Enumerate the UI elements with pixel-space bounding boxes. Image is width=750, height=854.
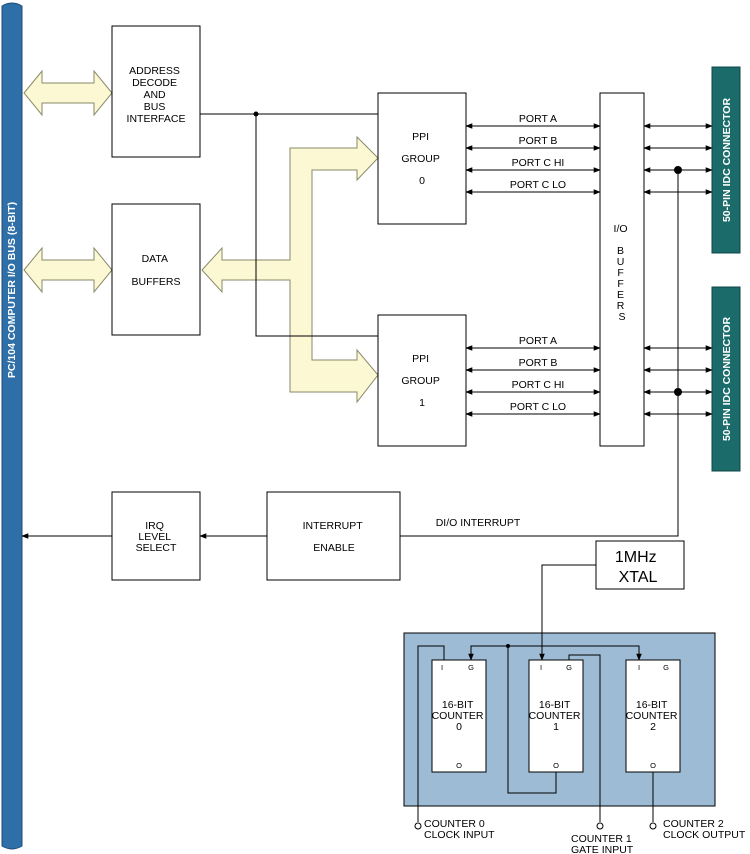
xtal-clock-line [539, 564, 596, 661]
bus-address-wide-arrow [23, 69, 113, 117]
counter-0-pin-o: O [456, 761, 462, 770]
terminal-counter0-clock [414, 822, 422, 830]
address-line-ppi1 [255, 114, 378, 337]
terminal-counter2-out [649, 822, 657, 830]
connector-1-label: 50-PIN IDC CONNECTOR [721, 317, 733, 441]
counter-1-pin-o: O [553, 761, 559, 770]
counter-1-pin-g: G [566, 663, 572, 672]
address-decode-label: ADDRESS DECODE AND BUS INTERFACE [127, 65, 186, 125]
counter0-clock-line [417, 645, 445, 822]
ppi1-port-chi-label: PORT C HI [512, 379, 565, 391]
ppi1-port-clo-label: PORT C LO [510, 401, 566, 413]
io-buffers-block [599, 92, 645, 447]
counter1-gate-input-label: COUNTER 1 GATE INPUT [571, 833, 635, 854]
counter-2-block [625, 659, 681, 773]
bus-data-wide-arrow [23, 246, 113, 294]
counter-0-label: 16-BIT COUNTER 0 [432, 699, 487, 733]
counter-bus-to-counter0-gate-line [468, 645, 508, 661]
counter2-clock-output-label: COUNTER 2 CLOCK OUTPUT [663, 818, 746, 841]
junction-dot [253, 111, 259, 117]
counter-2-pin-g: G [663, 663, 669, 672]
ppi1-port-b-label: PORT B [519, 357, 558, 369]
counter-2-pin-o: O [650, 761, 656, 770]
ppi-group-0-label: PPI GROUP 0 [401, 131, 442, 187]
io-buffers-label: I/O B U F F E R S [614, 223, 631, 323]
interrupt-line [400, 170, 679, 537]
ppi-group-1-block [377, 314, 467, 447]
counter-0-pin-i: I [441, 663, 443, 672]
interrupt-enable-block [266, 491, 401, 581]
interrupt-enable-label: INTERRUPT ENABLE [303, 520, 366, 554]
ppi-group-1-label: PPI GROUP 1 [401, 353, 442, 409]
ppi0-port-clo-label: PORT C LO [510, 179, 566, 191]
counter-1-block [528, 659, 584, 773]
connector-1: 50-PIN IDC CONNECTOR [711, 286, 741, 472]
data-buffers-label: DATA BUFFERS [131, 253, 180, 288]
pc104-bus: PC/104 COMPUTER I/O BUS (8-BIT) [1, 2, 23, 850]
terminal-counter1-gate [596, 822, 604, 830]
counter1-out-to-counter2-in-line [507, 645, 642, 794]
address-decode-block [111, 25, 201, 158]
ppi-group-0-block [377, 92, 467, 225]
data-to-ppi-wide-arrow [201, 135, 379, 404]
connector-0-label: 50-PIN IDC CONNECTOR [721, 98, 733, 222]
counter-0-block [431, 659, 487, 773]
irq-level-select-label: IRQ LEVEL SELECT [136, 520, 177, 554]
junction-dot [674, 166, 682, 174]
counter-1-label: 16-BIT COUNTER 1 [529, 699, 584, 733]
dio-interrupt-label: DI/O INTERRUPT [436, 517, 521, 529]
counter-2-pin-i: I [638, 663, 640, 672]
data-buffers-block [111, 203, 201, 336]
junction-dot [674, 388, 682, 396]
ppi0-port-b-label: PORT B [519, 135, 558, 147]
bus-label: PC/104 COMPUTER I/O BUS (8-BIT) [6, 202, 18, 378]
wide-arrows [23, 69, 379, 404]
junction-dot [506, 644, 510, 648]
ppi0-port-a-label: PORT A [519, 113, 557, 125]
counter-1-pin-i: I [540, 663, 542, 672]
counter-0-pin-g: G [468, 663, 474, 672]
counter0-clock-input-label: COUNTER 0 CLOCK INPUT [424, 818, 495, 841]
counter-2-label: 16-BIT COUNTER 2 [626, 699, 681, 733]
ppi1-port-a-label: PORT A [519, 335, 557, 347]
bus-bar [1, 2, 23, 850]
connector-0: 50-PIN IDC CONNECTOR [711, 66, 741, 254]
xtal-label: 1MHz XTAL [615, 549, 661, 586]
counter1-gate-line [568, 654, 601, 822]
ppi0-port-chi-label: PORT C HI [512, 157, 565, 169]
